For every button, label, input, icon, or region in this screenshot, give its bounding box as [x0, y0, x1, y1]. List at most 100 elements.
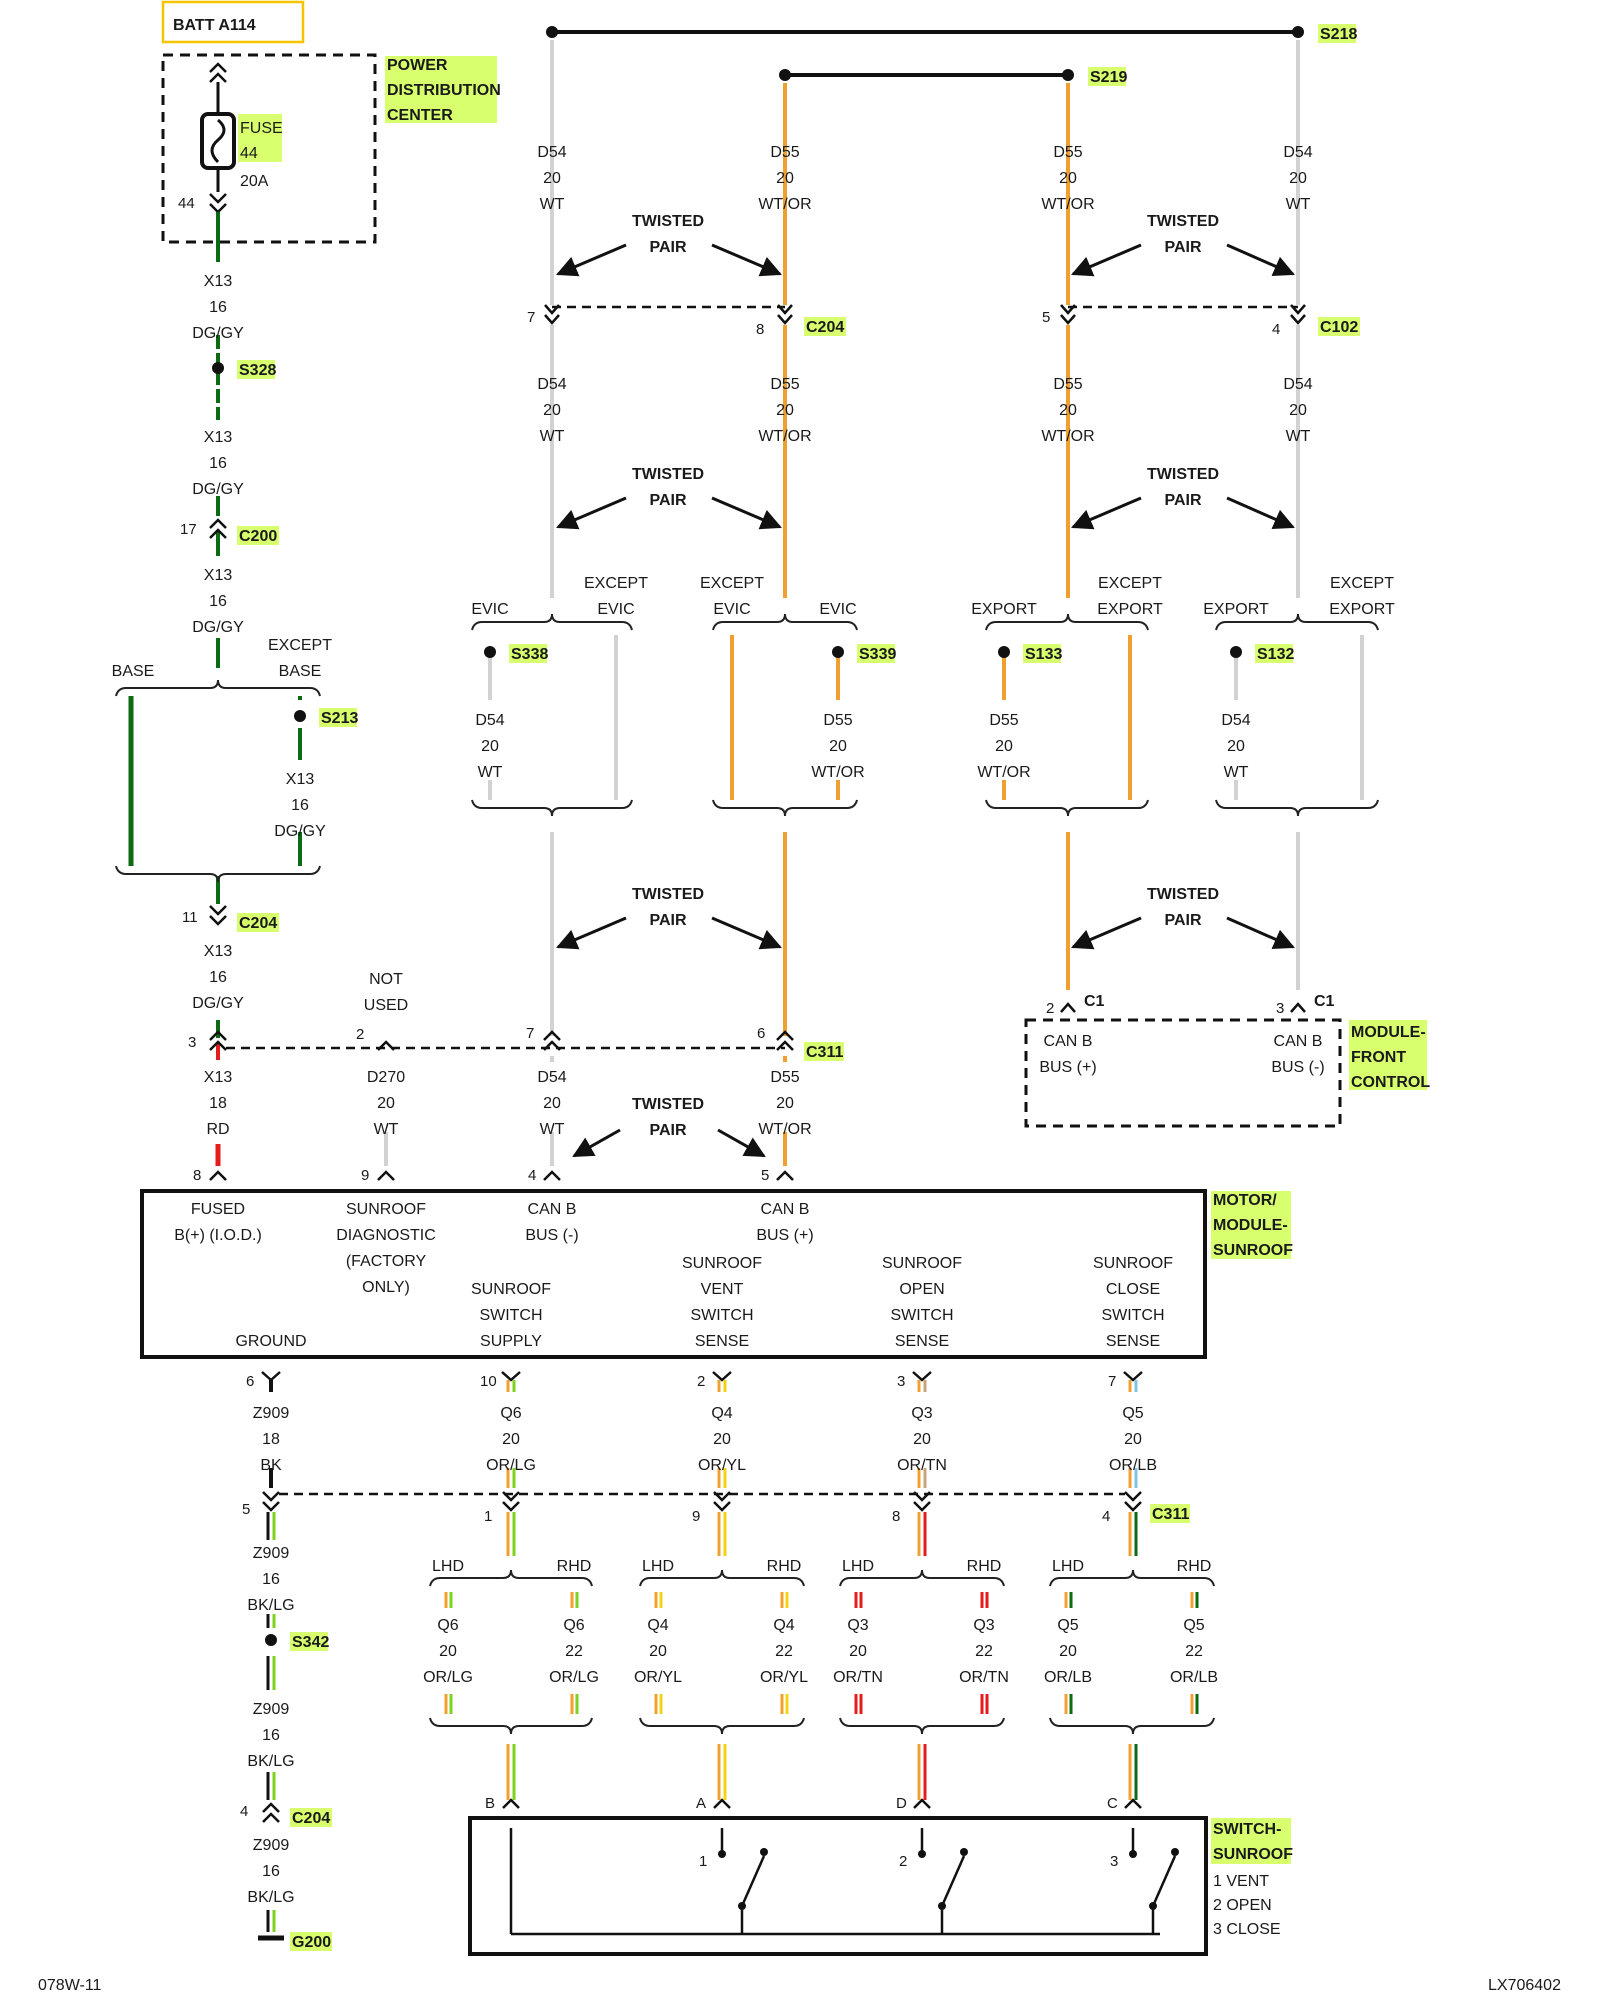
- lhd-rhd-stubs: [444, 1592, 1199, 1714]
- d55-label-a3: WT/OR: [758, 196, 811, 213]
- svg-text:BK/LG: BK/LG: [247, 1597, 294, 1614]
- svg-text:OR/TN: OR/TN: [833, 1669, 883, 1686]
- svg-text:5: 5: [242, 1501, 250, 1518]
- d54-label-d2: 20: [1289, 402, 1307, 419]
- svg-text:RHD: RHD: [967, 1558, 1002, 1575]
- svg-text:SWITCH-: SWITCH-: [1213, 1821, 1281, 1838]
- svg-text:LHD: LHD: [1052, 1558, 1084, 1575]
- svg-text:8: 8: [193, 1167, 201, 1184]
- svg-text:BK/LG: BK/LG: [247, 1889, 294, 1906]
- d55-label-a2: 20: [776, 170, 794, 187]
- svg-text:SUNROOF: SUNROOF: [882, 1255, 962, 1272]
- svg-text:EVIC: EVIC: [713, 601, 750, 618]
- svg-text:20: 20: [649, 1643, 667, 1660]
- svg-text:OR/LG: OR/LG: [486, 1457, 536, 1474]
- svg-text:BASE: BASE: [112, 663, 155, 680]
- connector-c311-upper: 3 2 NOT USED 7 6 C311: [188, 971, 844, 1061]
- svg-text:DG/GY: DG/GY: [274, 823, 326, 840]
- module-bottom-pins: 6 10 2 3 7: [246, 1371, 1143, 1390]
- svg-text:D54: D54: [1221, 712, 1250, 729]
- svg-text:PAIR: PAIR: [1164, 912, 1201, 929]
- svg-text:POWER: POWER: [387, 57, 448, 74]
- svg-text:DG/GY: DG/GY: [192, 481, 244, 498]
- connector-c1: 2 C1 3 C1: [1046, 993, 1335, 1017]
- svg-text:16: 16: [209, 455, 227, 472]
- s213-label: S213: [321, 710, 358, 727]
- d55-label-d1: D55: [1053, 376, 1082, 393]
- svg-text:EXPORT: EXPORT: [971, 601, 1037, 618]
- svg-text:D: D: [896, 1795, 907, 1812]
- c102-label: C102: [1320, 319, 1358, 336]
- svg-text:SENSE: SENSE: [1106, 1333, 1160, 1350]
- svg-text:OR/LB: OR/LB: [1044, 1669, 1092, 1686]
- c311-lower-label: C311: [1152, 1506, 1189, 1523]
- svg-text:MODULE-: MODULE-: [1213, 1217, 1288, 1234]
- svg-text:OR/YL: OR/YL: [698, 1457, 746, 1474]
- branch-wire-labels: D54 20 WT D55 20 WT/OR D55 20 WT/OR D54 …: [470, 700, 1256, 781]
- svg-text:44: 44: [240, 145, 258, 162]
- c204-left-label: C204: [239, 915, 277, 932]
- d54-label-a1: D54: [537, 144, 566, 161]
- svg-text:Q5: Q5: [1183, 1617, 1204, 1634]
- svg-text:OR/YL: OR/YL: [760, 1669, 808, 1686]
- svg-text:16: 16: [262, 1571, 280, 1588]
- svg-text:RD: RD: [206, 1121, 229, 1138]
- lower-wires: [266, 1380, 1138, 1556]
- svg-text:TWISTED: TWISTED: [1147, 886, 1219, 903]
- svg-text:Q4: Q4: [773, 1617, 794, 1634]
- svg-text:CAN B: CAN B: [1274, 1033, 1323, 1050]
- s219-dot-left: [779, 69, 791, 81]
- d55-label-d3: WT/OR: [1041, 428, 1094, 445]
- d54-label-b3: WT: [1286, 196, 1311, 213]
- batt-label-box: [161, 0, 305, 44]
- svg-text:SUNROOF: SUNROOF: [682, 1255, 762, 1272]
- svg-text:C: C: [1107, 1795, 1118, 1812]
- twisted-pair-label: PAIR: [649, 239, 686, 256]
- svg-text:TWISTED: TWISTED: [632, 886, 704, 903]
- svg-text:OR/LB: OR/LB: [1109, 1457, 1157, 1474]
- svg-text:Q6: Q6: [500, 1405, 521, 1422]
- module-top-pins: 8 9 4 5: [193, 1167, 794, 1184]
- svg-text:WT: WT: [1224, 764, 1249, 781]
- s219-dot-right: [1062, 69, 1074, 81]
- svg-text:20: 20: [713, 1431, 731, 1448]
- svg-text:X13: X13: [204, 273, 233, 290]
- d54-label-c1: D54: [537, 376, 566, 393]
- twisted-pair-group-1: TWISTED PAIR TWISTED PAIR TWISTED PAIR T…: [556, 213, 1295, 530]
- svg-text:TWISTED: TWISTED: [632, 1096, 704, 1113]
- mfc-title: CONTROL: [1351, 1074, 1430, 1091]
- svg-text:BK/LG: BK/LG: [247, 1753, 294, 1770]
- svg-text:Q4: Q4: [647, 1617, 668, 1634]
- svg-text:SENSE: SENSE: [895, 1333, 949, 1350]
- svg-text:BUS (-): BUS (-): [525, 1227, 578, 1244]
- svg-text:EXCEPT: EXCEPT: [584, 575, 648, 592]
- svg-text:20: 20: [913, 1431, 931, 1448]
- svg-text:2: 2: [697, 1373, 705, 1390]
- svg-text:D55: D55: [823, 712, 852, 729]
- twisted-pair-label: PAIR: [1164, 492, 1201, 509]
- svg-text:16: 16: [209, 593, 227, 610]
- s328-label: S328: [239, 362, 276, 379]
- svg-text:22: 22: [975, 1643, 993, 1660]
- svg-text:Z909: Z909: [253, 1405, 290, 1422]
- svg-text:DISTRIBUTION: DISTRIBUTION: [387, 82, 501, 99]
- svg-text:EXPORT: EXPORT: [1097, 601, 1163, 618]
- svg-text:20: 20: [1227, 738, 1245, 755]
- svg-text:7: 7: [526, 1025, 534, 1042]
- svg-text:B: B: [485, 1795, 495, 1812]
- svg-text:20: 20: [502, 1431, 520, 1448]
- svg-text:3: 3: [1110, 1853, 1118, 1870]
- svg-text:X13: X13: [204, 429, 233, 446]
- twisted-pair-label: TWISTED: [1147, 213, 1219, 230]
- module-feed-labels: X13 18 RD D270 20 WT D54 20 WT D55 20 WT…: [204, 1069, 812, 1158]
- svg-text:44: 44: [178, 195, 195, 212]
- svg-text:OPEN: OPEN: [899, 1281, 944, 1298]
- power-distribution-center: POWER DISTRIBUTION CENTER FUSE 44 20A 44: [161, 53, 501, 244]
- svg-text:(FACTORY: (FACTORY: [346, 1253, 427, 1270]
- s132-label: S132: [1257, 646, 1294, 663]
- switch-sunroof: B A D C SWITCH- SUNROOF 1 VENT 2 OPEN 3 …: [468, 1795, 1293, 1956]
- svg-text:20: 20: [829, 738, 847, 755]
- svg-text:SUNROOF: SUNROOF: [471, 1281, 551, 1298]
- lhd-rhd-branches: LHD RHD LHD RHD LHD RHD LHD RHD: [423, 1558, 1218, 1800]
